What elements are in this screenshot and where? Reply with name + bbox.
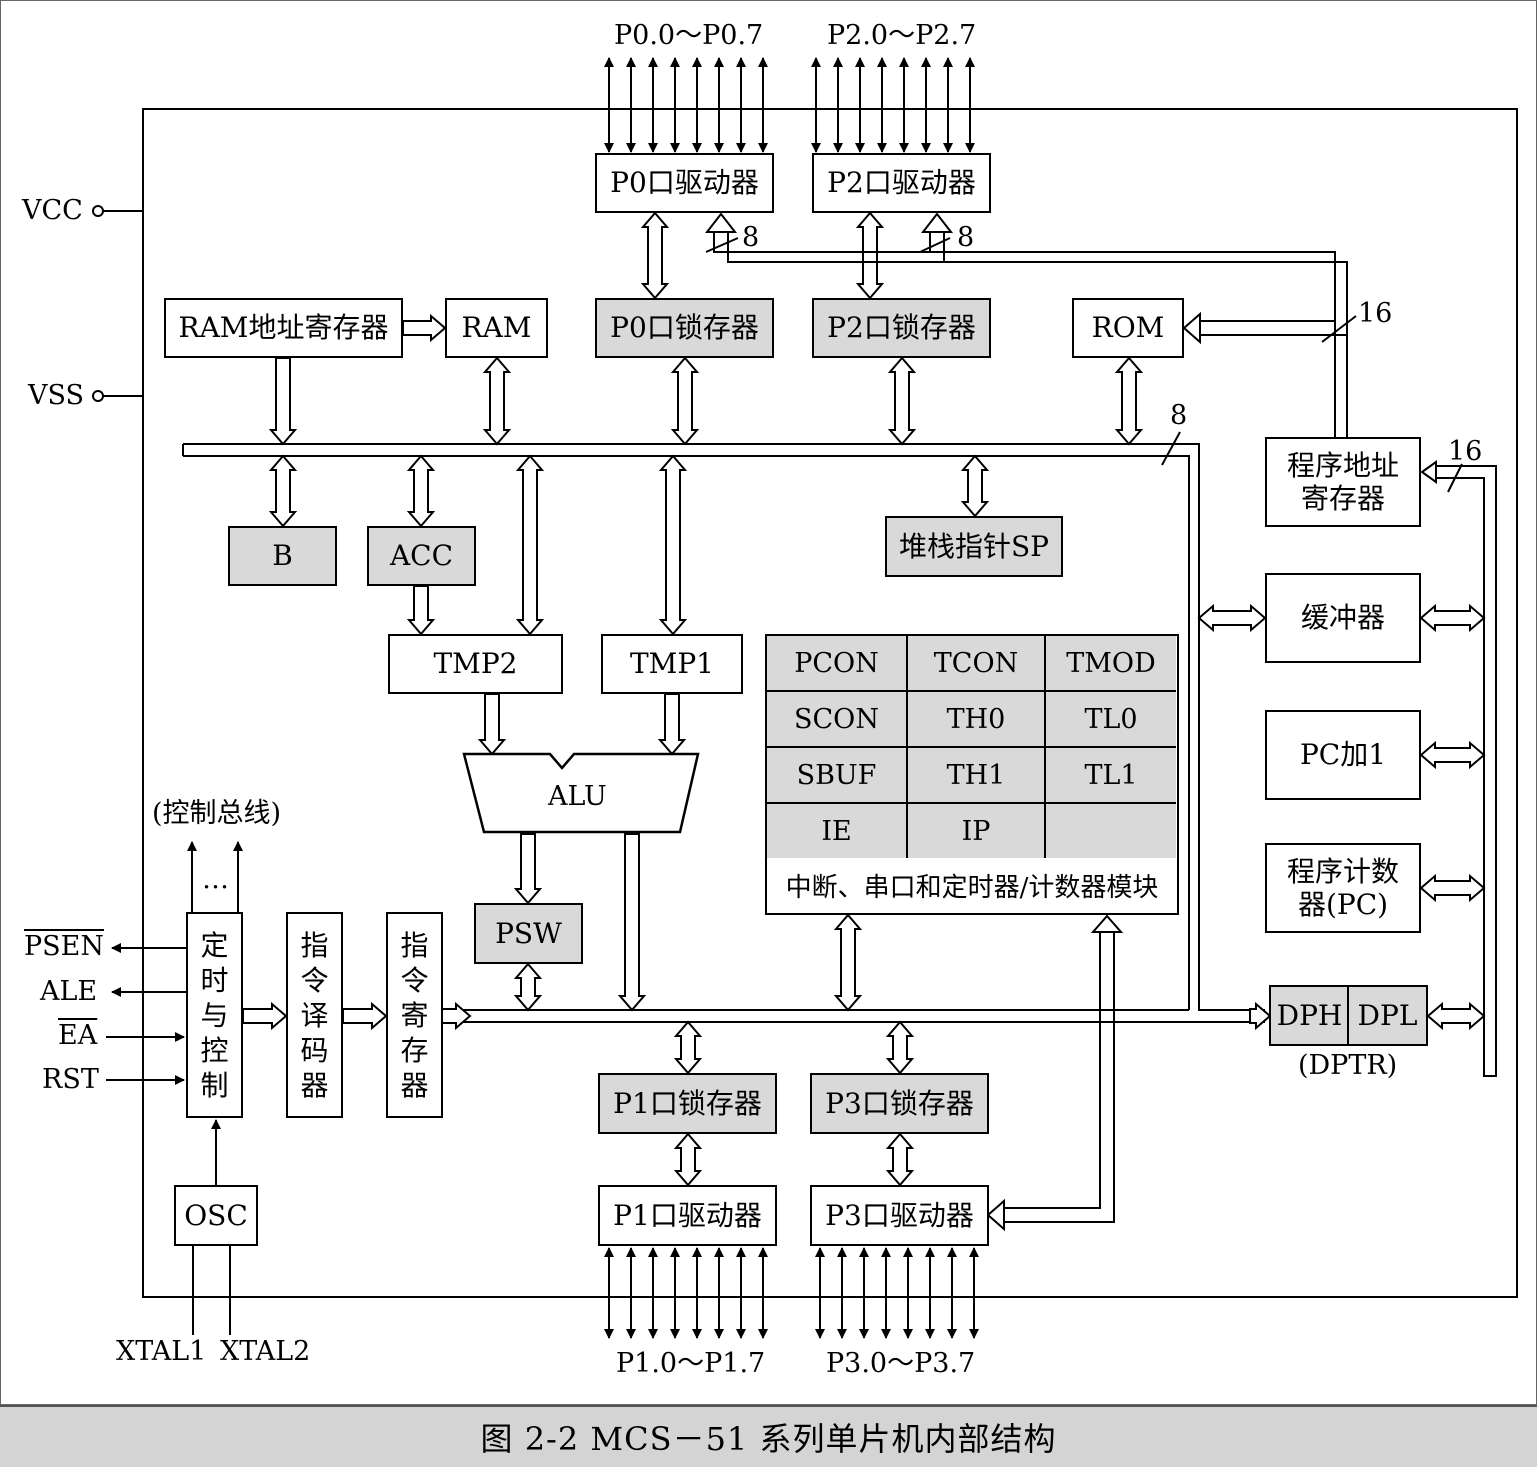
b-register: B (228, 526, 337, 586)
p0-pins-label: P0.0～P0.7 (614, 20, 764, 51)
bus-arrow (1426, 1001, 1486, 1031)
bus-arrow (406, 585, 436, 636)
bus-arrow (1419, 873, 1486, 903)
chip-boundary (142, 108, 1518, 1298)
bus-arrow (242, 1001, 288, 1031)
figure-caption: 图 2-2 MCS－51 系列单片机内部结构 (0, 1405, 1537, 1467)
vcc-pin-label: VCC (22, 195, 83, 226)
addr-bus-a (713, 230, 1336, 437)
buffer: 缓冲器 (1265, 573, 1421, 663)
instruction-decoder: 指令译码器 (286, 912, 343, 1118)
module-p3-wire-b (1000, 930, 1115, 1223)
control-bus-label: (控制总线) (152, 798, 282, 829)
bus-arrow (342, 1001, 388, 1031)
bus-arrow (402, 313, 447, 343)
xtal2-pin-label: XTAL2 (220, 1336, 311, 1367)
rom: ROM (1072, 298, 1184, 358)
oscillator: OSC (174, 1185, 258, 1246)
p1-latch: P1口锁存器 (598, 1073, 777, 1134)
p0-driver: P0口驱动器 (595, 153, 774, 213)
sfr-cell: TMOD (1046, 636, 1176, 692)
sfr-cell: SBUF (767, 748, 908, 804)
sfr-cell: TH1 (908, 748, 1046, 804)
ram-address-register: RAM地址寄存器 (164, 298, 403, 358)
sfr-cell: IP (908, 804, 1046, 860)
bus-arrow (1419, 740, 1486, 770)
sfr-cell: SCON (767, 692, 908, 748)
bus-arrow (887, 356, 917, 446)
p3-driver: P3口驱动器 (810, 1185, 989, 1246)
dpl-register: DPL (1347, 985, 1428, 1046)
sfr-cell: TL0 (1046, 692, 1176, 748)
bus-width-internal: 8 (1170, 400, 1188, 431)
control-bus-ellipsis: … (202, 864, 229, 895)
bus-arrow (513, 962, 543, 1012)
p2-latch: P2口锁存器 (812, 298, 991, 358)
psw-register: PSW (474, 903, 583, 964)
bus-arrow (1419, 603, 1486, 633)
bus-arrow (1114, 356, 1144, 446)
bus-arrow (1249, 1001, 1272, 1031)
ea-pin-label: EA (58, 1020, 98, 1051)
sfr-cell: TL1 (1046, 748, 1176, 804)
p2-driver: P2口驱动器 (812, 153, 991, 213)
p2-pins-label: P2.0～P2.7 (827, 20, 977, 51)
bus-width-pc-address: 16 (1448, 436, 1483, 467)
bus-arrow (833, 913, 863, 1012)
tmp1-register: TMP1 (601, 634, 743, 694)
bus-arrow (657, 693, 687, 756)
pc-bus (1436, 465, 1497, 1077)
dph-register: DPH (1269, 985, 1350, 1046)
bus-width-p0: 8 (742, 222, 760, 253)
program-counter: 程序计数器(PC) (1265, 843, 1421, 933)
sfr-cell: TCON (908, 636, 1046, 692)
psen-pin-label: PSEN (24, 931, 104, 962)
sfr-cell: IE (767, 804, 908, 860)
ram: RAM (445, 298, 548, 358)
addr-bus-b (727, 230, 1348, 437)
stack-pointer: 堆栈指针SP (885, 516, 1063, 577)
p3-pins-label: P3.0～P3.7 (826, 1348, 976, 1379)
xtal1-pin-label: XTAL1 (116, 1336, 207, 1367)
vss-pin-label: VSS (28, 380, 85, 411)
bus-arrow (617, 833, 647, 1012)
tmp2-register: TMP2 (388, 634, 563, 694)
module-p3-wire-a (1000, 930, 1101, 1209)
module-caption: 中断、串口和定时器/计数器模块 (767, 858, 1177, 913)
bus-arrow (477, 693, 507, 756)
p1-pins-label: P1.0～P1.7 (616, 1348, 766, 1379)
ale-pin-label: ALE (40, 976, 98, 1007)
bus-width-rom-address: 16 (1358, 298, 1393, 329)
bus-arrow (513, 833, 543, 905)
sfr-cell: PCON (767, 636, 908, 692)
p1-driver: P1口驱动器 (598, 1185, 777, 1246)
bus-arrow (670, 356, 700, 446)
alu (462, 752, 700, 834)
sfr-cell (1046, 804, 1176, 860)
alu-label: ALU (548, 781, 607, 812)
pc-incrementer: PC加1 (1265, 710, 1421, 800)
instruction-register: 指令寄存器 (386, 912, 443, 1118)
rst-pin-label: RST (42, 1064, 99, 1095)
sfr-cell: TH0 (908, 692, 1046, 748)
acc-register: ACC (367, 526, 476, 586)
p0-latch: P0口锁存器 (595, 298, 774, 358)
internal-bus-bottom (183, 455, 1190, 1010)
program-address-register: 程序地址寄存器 (1265, 437, 1421, 527)
timing-and-control: 定时与控制 (186, 912, 243, 1118)
dptr-label: (DPTR) (1298, 1050, 1398, 1081)
bus-arrow (482, 356, 512, 446)
bus-arrow (268, 357, 298, 446)
bus-width-p2: 8 (957, 222, 975, 253)
internal-bus-top (183, 443, 1265, 1011)
wiring-layer (92, 57, 1497, 1339)
p3-latch: P3口锁存器 (810, 1073, 989, 1134)
